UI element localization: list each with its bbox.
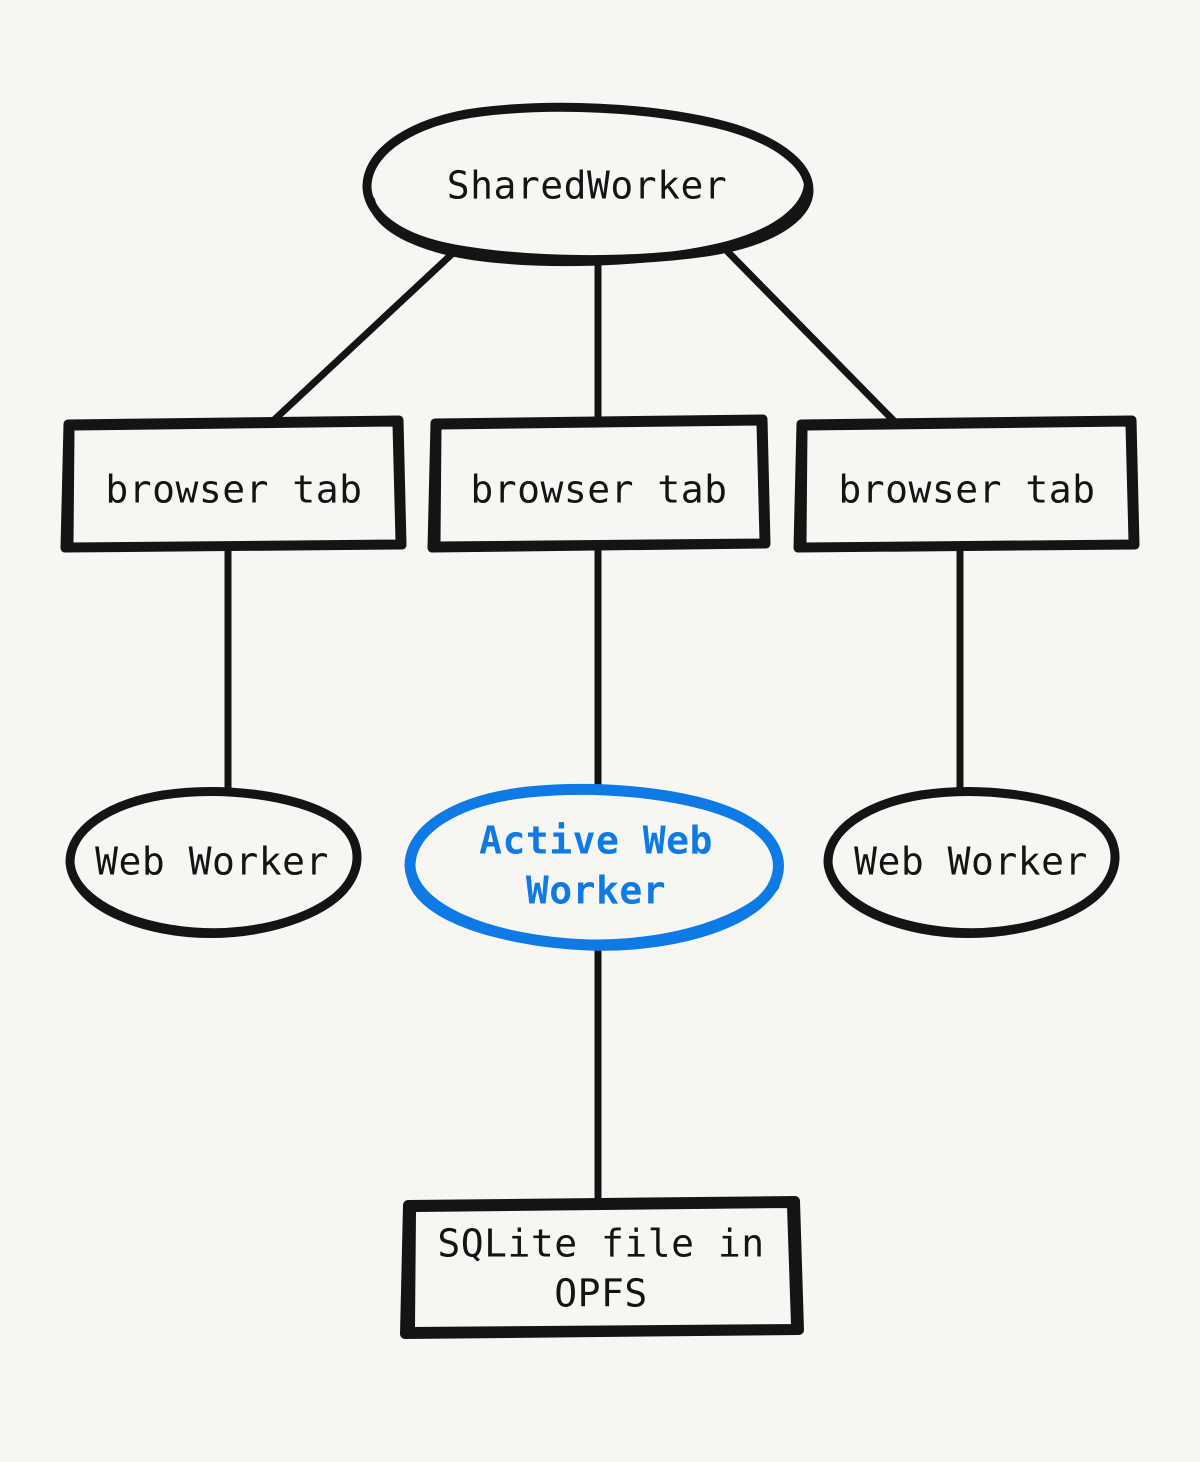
tab-left-rect-fill	[67, 422, 401, 546]
node-tab-left[interactable]: browser tab	[60, 415, 407, 553]
node-worker-center-active[interactable]: Active Web Worker	[404, 783, 784, 951]
storage-label-line2: OPFS	[554, 1272, 648, 1316]
tab-left-label: browser tab	[105, 468, 362, 512]
worker-right-label: Web Worker	[854, 840, 1088, 884]
edge-sharedworker-to-tab-right	[724, 248, 897, 424]
node-tab-center[interactable]: browser tab	[427, 414, 771, 553]
node-storage[interactable]: SQLite file in OPFS	[400, 1196, 804, 1339]
tab-right-rect-fill	[800, 422, 1134, 546]
worker-left-ellipse-overdraw	[70, 872, 348, 938]
tab-center-rect-overdraw	[433, 418, 768, 549]
worker-right-ellipse-fill	[826, 792, 1116, 936]
edge-sharedworker-to-tab-left	[270, 250, 456, 424]
tab-center-rect-fill	[434, 422, 764, 546]
storage-label-line1: SQLite file in	[437, 1222, 764, 1266]
shared-worker-ellipse-overdraw	[367, 180, 812, 267]
tab-left-rect-overdraw	[66, 419, 404, 550]
tab-right-label: browser tab	[838, 468, 1095, 512]
worker-center-label-line1: Active Web	[479, 819, 713, 863]
worker-left-label: Web Worker	[95, 840, 329, 884]
worker-left-ellipse-fill	[67, 792, 357, 936]
worker-center-label-line2: Worker	[526, 869, 666, 913]
worker-right-ellipse-overdraw	[828, 872, 1106, 938]
node-shared-worker[interactable]: SharedWorker	[362, 102, 814, 267]
tab-center-label: browser tab	[470, 468, 727, 512]
tab-right-rect-overdraw	[799, 419, 1137, 550]
worker-center-ellipse-overdraw	[407, 875, 780, 949]
node-worker-left[interactable]: Web Worker	[65, 787, 362, 938]
node-tab-right[interactable]: browser tab	[793, 415, 1140, 553]
shared-worker-ellipse-fill	[365, 113, 809, 257]
worker-center-ellipse-fill	[410, 789, 782, 943]
edge-group	[224, 248, 964, 1207]
storage-rect-fill	[407, 1203, 797, 1331]
shared-worker-label: SharedWorker	[447, 164, 728, 208]
storage-rect-overdraw	[406, 1200, 800, 1335]
node-worker-right[interactable]: Web Worker	[823, 787, 1120, 938]
